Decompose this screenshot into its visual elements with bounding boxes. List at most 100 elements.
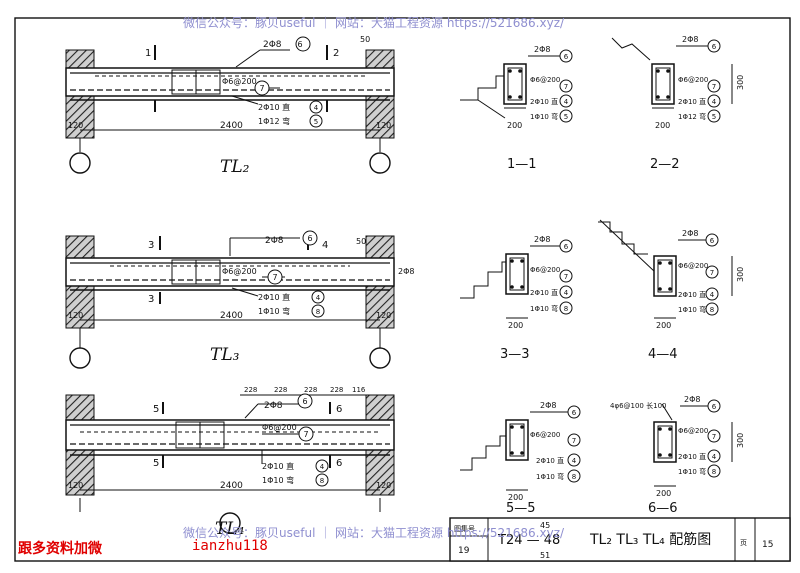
bar-number: 7: [259, 84, 264, 93]
bar-number: 5: [564, 113, 568, 121]
wall-dim: 120: [68, 121, 83, 130]
bar-number: 8: [564, 305, 568, 313]
dim-segment: 228: [330, 386, 343, 394]
axis-circle-left: [69, 347, 91, 369]
section-bottom-1: 2Φ10 直: [678, 97, 706, 106]
section-top-bar: 2Φ8: [682, 229, 698, 238]
section-outline: [651, 63, 675, 105]
section-title: 6—6: [648, 501, 678, 516]
section-5-5: 200 2Φ8 6 Φ6@200 7 2Φ10 直 4 1Φ10 弯 8 5—5: [460, 401, 581, 516]
beam-tl2-labels: TL₂ 2400 120 120 1 2 2Φ8 6 Φ6@200 7 2Φ10…: [68, 35, 391, 177]
beam-tl2-elevation: [65, 36, 395, 174]
section-mark-a-bottom: 5: [153, 458, 159, 469]
section-mark-b-bottom: 6: [336, 458, 342, 469]
promo-text-left: 跟多资料加微: [18, 541, 102, 557]
bar-number: 6: [297, 40, 302, 49]
wall-dim-right: 120: [376, 311, 391, 320]
index-label: 图集号: [454, 524, 475, 533]
bar-number: 6: [307, 234, 312, 243]
section-top-bar: 2Φ8: [682, 35, 698, 44]
section-mark-a: 3: [148, 240, 154, 251]
section-title: 1—1: [507, 157, 537, 172]
section-mark-b: 6: [336, 404, 342, 415]
bar-number: 4: [316, 294, 321, 302]
wall-dim-right: 120: [376, 481, 391, 490]
dim-segment: 228: [244, 386, 257, 394]
section-height: 300: [736, 267, 745, 282]
page-label: 页: [740, 539, 747, 547]
section-title: 4—4: [648, 347, 678, 362]
dim-segment: 228: [274, 386, 287, 394]
bottom-bar-1: 2Φ10 直: [258, 292, 290, 302]
beam-name: TL₃: [210, 345, 240, 365]
section-bottom-2: 1Φ10 弯: [530, 304, 558, 313]
section-mark-a-bottom: 3: [148, 294, 154, 305]
page-number: 15: [762, 540, 773, 550]
section-stirrup: Φ6@200: [530, 431, 560, 439]
section-height: 300: [736, 75, 745, 90]
beam-tl4-labels: TL₄ 2400 120 120 5 5 6 6 228 228 228 228…: [68, 386, 391, 539]
index-number: 19: [458, 546, 470, 556]
section-3-3: 200 2Φ8 6 Φ6@200 7 2Φ10 直 4 1Φ10 弯 8 3—3: [460, 235, 573, 362]
section-bottom-2: 1Φ10 弯: [678, 467, 706, 476]
span-dim: 2400: [220, 481, 243, 491]
wall-dim-right: 120: [376, 121, 391, 130]
section-width: 200: [656, 489, 671, 498]
section-outline: [653, 255, 677, 297]
dim-segment: 228: [304, 386, 317, 394]
wall-dim: 120: [68, 481, 83, 490]
section-stirrup: Φ6@200: [678, 427, 708, 435]
section-mark-b: 2: [333, 48, 339, 59]
section-outline: [505, 419, 529, 461]
section-outline: [505, 253, 529, 295]
wall-dim: 120: [68, 311, 83, 320]
bar-number: 4: [572, 457, 577, 465]
section-width: 200: [507, 121, 522, 130]
bar-number: 6: [572, 409, 577, 417]
beam-tl3-labels: TL₃ 2400 120 120 3 3 4 2Φ8 6 Φ6@200 7 2Φ…: [68, 234, 414, 365]
axis-circle-right: [369, 347, 391, 369]
section-mark-a: 5: [153, 404, 159, 415]
stirrup: Φ6@200: [222, 77, 257, 86]
section-4-4: 200 300 2Φ8 6 Φ6@200 7 2Φ10 直 4 1Φ10 弯 8…: [598, 219, 745, 362]
section-outline: [653, 421, 677, 463]
bar-number: 4: [564, 98, 569, 106]
bar-number: 6: [302, 397, 307, 406]
axis-circle: [219, 512, 241, 534]
top-bar: 2Φ8: [263, 40, 282, 50]
section-width: 200: [655, 121, 670, 130]
section-bottom-2: 1Φ10 弯: [530, 112, 558, 121]
bottom-bar-2: 1Φ10 弯: [262, 475, 294, 485]
section-stirrup: Φ6@200: [678, 262, 708, 270]
section-width: 200: [656, 321, 671, 330]
watermark-top: 微信公众号：豚贝useful ｜ 网站：大猫工程资源 https://52168…: [183, 16, 565, 30]
beam-tl4-elevation: [65, 393, 395, 534]
code-bottom: 51: [540, 551, 550, 560]
section-stirrup: Φ6@200: [530, 266, 560, 274]
section-top-bar: 2Φ8: [534, 45, 550, 54]
section-width: 200: [508, 321, 523, 330]
section-mark-a: 1: [145, 48, 151, 59]
section-bottom-1: 2Φ10 直: [678, 290, 706, 299]
bar-number: 8: [710, 306, 714, 314]
bottom-bar-1: 2Φ10 直: [258, 102, 290, 112]
bar-number: 7: [564, 273, 568, 281]
bar-number: 6: [712, 403, 717, 411]
section-height: 300: [736, 433, 745, 448]
stirrup: Φ6@200: [262, 423, 297, 432]
section-6-6: 200 300 2Φ8 6 4φ6@100 长100 Φ6@200 7 2Φ10…: [610, 395, 745, 516]
promo-text-right: ianzhu118: [192, 538, 268, 554]
top-bar: 2Φ8: [264, 401, 283, 411]
extra-dim: 50: [356, 237, 366, 246]
bar-number: 6: [564, 243, 569, 251]
section-title: 2—2: [650, 157, 680, 172]
bar-number: 7: [712, 83, 716, 91]
bar-number: 4: [314, 104, 319, 112]
axis-circle-right: [369, 152, 391, 174]
bar-number: 4: [564, 289, 569, 297]
bar-number: 5: [712, 113, 716, 121]
bar-number: 7: [710, 269, 714, 277]
section-mark-b: 4: [322, 240, 328, 251]
